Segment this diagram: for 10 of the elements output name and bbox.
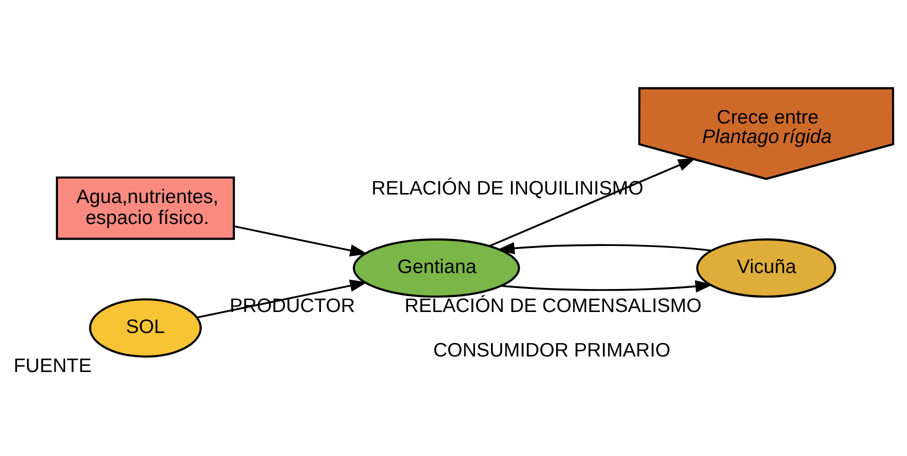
arrow — [489, 158, 696, 247]
arrow — [501, 280, 713, 292]
node-label: RELACIÓN DE COMENSALISMO — [404, 295, 702, 318]
node-label: FUENTE — [14, 355, 92, 378]
arrow — [234, 225, 368, 256]
node-box: Agua,nutrientes, espacio físico. — [56, 176, 235, 240]
node-ellipse: SOL — [89, 298, 202, 358]
node-label: CONSUMIDOR PRIMARIO — [433, 340, 670, 362]
node-ellipse: Vicuña — [696, 238, 836, 298]
arrow — [496, 242, 712, 254]
